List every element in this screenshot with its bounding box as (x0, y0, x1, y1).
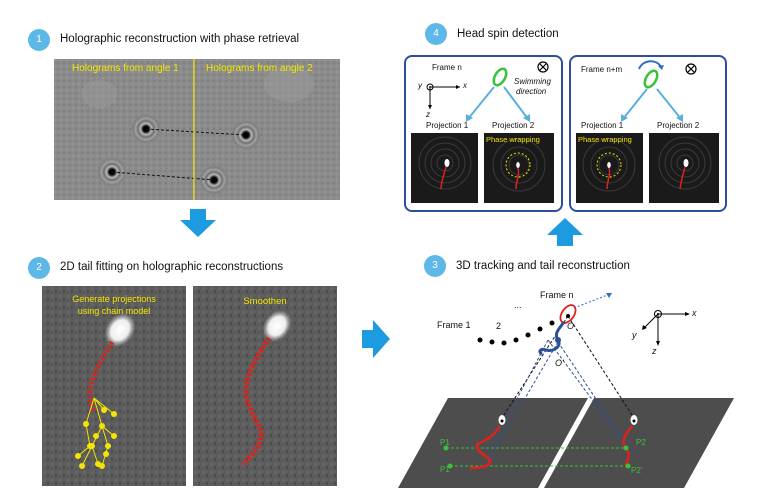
step-1-title: Holographic reconstruction with phase re… (60, 33, 300, 45)
step-1-badge: 1 (28, 29, 50, 51)
frame-n-plus-m-projection-2-image (649, 133, 719, 203)
label-axis-y: y (632, 330, 637, 340)
label-axis-x: x (692, 308, 697, 318)
label-axis-z: z (652, 346, 657, 356)
frame-n-phase-wrapping-label: Phase wrapping (486, 135, 540, 144)
frame-n-plus-m-title: Frame n+m (581, 65, 623, 74)
axis-y-label: y (418, 81, 422, 90)
tail-3d (538, 321, 566, 356)
label-point-o-prime: O' (555, 358, 564, 368)
label-point-o: O (567, 321, 575, 331)
tracking-diagram (398, 293, 734, 488)
hologram-image (54, 59, 340, 200)
frame-n-projection-2-label: Projection 2 (492, 121, 535, 130)
frame-n-projection-1-image (411, 133, 478, 203)
step-3-title: 3D tracking and tail reconstruction (456, 260, 630, 272)
step-3-badge: 3 (424, 255, 446, 277)
into-page-icon (537, 61, 549, 73)
match-line-2 (111, 171, 215, 181)
frame-n-projection-1-label: Projection 1 (426, 121, 469, 130)
frame-n-plus-m-projection-1-image: Phase wrapping (576, 133, 643, 203)
frame-n-projection-2-image: Phase wrapping (484, 133, 554, 203)
step-4-title: Head spin detection (457, 28, 559, 40)
frame-n-box: Frame n y x z Swimming direction Project… (404, 55, 563, 212)
chain-projections (75, 397, 117, 469)
spun-head-icon (643, 69, 659, 89)
axis-z-label: z (426, 110, 430, 119)
frame-n-title: Frame n (432, 63, 462, 72)
into-page-icon-2 (685, 63, 697, 75)
swimming-direction-line-2: direction (516, 87, 547, 96)
step-2-badge: 2 (28, 257, 50, 279)
spin-arrow-icon (638, 60, 662, 70)
phase-wrapping-circle (505, 152, 531, 178)
panel-2-left-image: Generate projections using chain model (42, 286, 186, 486)
panel-1-holograms: Holograms from angle 1 Holograms from an… (54, 59, 340, 200)
label-p2-prime: P2' (631, 466, 643, 475)
frame-n-plus-m-box: Frame n+m Projection 1 Projection 2 Phas… (569, 55, 727, 212)
step-2-title: 2D tail fitting on holographic reconstru… (60, 261, 284, 273)
arrow-right-icon (362, 320, 390, 358)
chain-model-label-line-2: using chain model (77, 306, 151, 316)
step-4-badge: 4 (425, 23, 447, 45)
arrow-down-icon (180, 209, 216, 237)
axis-x-label: x (463, 81, 467, 90)
panel-2-right-image: Smoothen (193, 286, 337, 486)
label-p1-prime: P1' (440, 465, 452, 474)
smoothen-label: Smoothen (243, 296, 287, 307)
frame-n-plus-m-projection-2-label: Projection 2 (657, 121, 700, 130)
chain-model-label-line-1: Generate projections (72, 294, 156, 304)
swimming-direction-line-1: Swimming (514, 77, 551, 86)
label-frame-1: Frame 1 (437, 320, 471, 330)
hologram-label-angle-2: Holograms from angle 2 (206, 63, 313, 74)
arrow-up-icon (547, 218, 583, 246)
label-frame-2: 2 (496, 321, 502, 331)
frame-n-plus-m-phase-wrapping-label: Phase wrapping (578, 135, 632, 144)
frame-n-plus-m-projection-1-label: Projection 1 (581, 121, 624, 130)
match-line-1 (145, 128, 247, 136)
label-frame-n: Frame n (540, 290, 574, 300)
hologram-label-angle-1: Holograms from angle 1 (72, 63, 179, 74)
label-p1: P1 (440, 438, 450, 447)
sperm-head-icon (492, 67, 508, 87)
label-p2: P2 (636, 438, 646, 447)
label-dots: ... (514, 300, 522, 310)
